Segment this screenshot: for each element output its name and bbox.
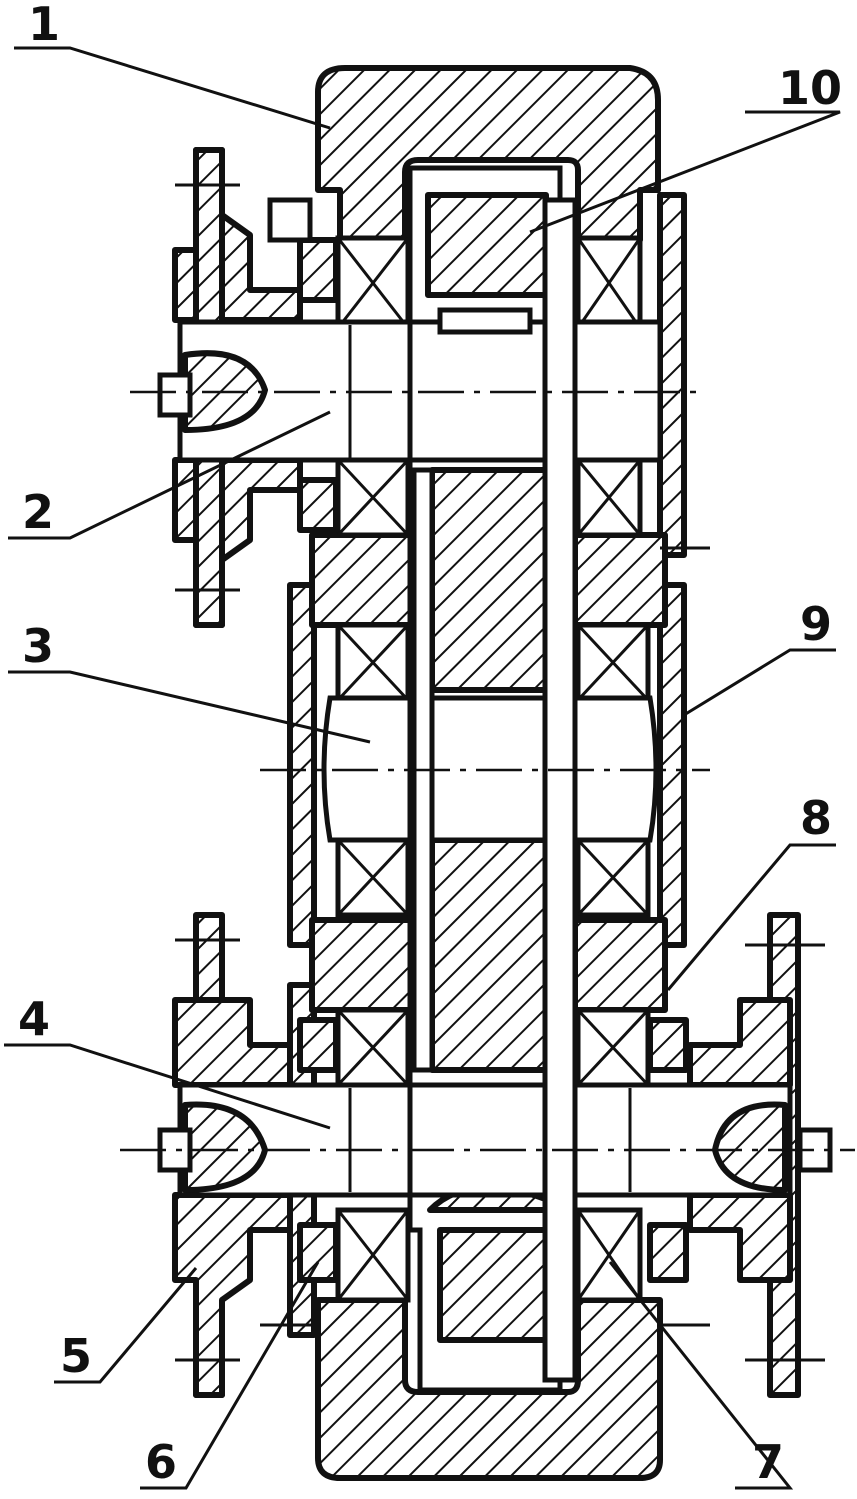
callout-6: 6 xyxy=(145,1435,177,1489)
callout-7: 7 xyxy=(752,1435,784,1489)
callout-2: 2 xyxy=(22,485,54,539)
callout-8: 8 xyxy=(800,791,832,845)
callout-10: 10 xyxy=(778,61,842,115)
callout-9: 9 xyxy=(800,597,832,651)
leader-lines xyxy=(4,46,841,1490)
central-web xyxy=(407,165,578,1393)
callout-labels: 1 10 2 3 9 8 4 5 6 7 xyxy=(18,0,842,1489)
callout-3: 3 xyxy=(22,619,54,673)
center-lines xyxy=(120,183,855,1362)
callout-4: 4 xyxy=(18,992,50,1046)
callout-5: 5 xyxy=(60,1329,92,1383)
gear-wheel-rim xyxy=(315,65,663,1481)
callout-1: 1 xyxy=(28,0,60,51)
inner-gears xyxy=(309,192,668,1343)
bolts-and-seals xyxy=(157,197,833,1283)
